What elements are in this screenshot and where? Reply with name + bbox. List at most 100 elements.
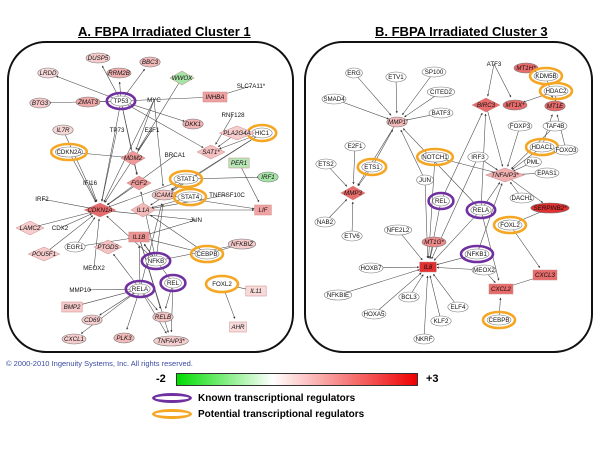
legend-known-label: Known transcriptional regulators <box>198 392 356 404</box>
panel-a-node-nfkb: NFKB <box>140 251 172 271</box>
svg-text:MMP3: MMP3 <box>344 190 362 197</box>
panel-a-edge-myc-to-icam1 <box>153 99 164 187</box>
panel-a-edge-lamc2-to-cdkn1a <box>29 211 92 229</box>
panel-b-node-bcl3: BCL3 <box>398 291 420 303</box>
svg-text:CXCL3: CXCL3 <box>535 272 556 279</box>
panel-b-edge-mmp1-to-mmp3 <box>357 121 398 186</box>
panel-a-node-lamc2: LAMC2 <box>15 220 45 236</box>
panel-b-node-cxcl3: CXCL3 <box>532 269 558 281</box>
panel-a-node-tnfaip3: TNFAIP3* <box>153 335 189 347</box>
panel-b-node-erg: ERG <box>345 67 363 79</box>
panel-a-node-cdkn2a: CDKN2A <box>49 142 89 162</box>
panel-a-edge-slc7a11-to-inhba <box>223 85 252 95</box>
panel-b-node-pml: PML <box>524 156 542 168</box>
panel-b-node-mmp1: MMP1 <box>386 116 408 128</box>
panel-b-node-rel: REL <box>427 191 455 211</box>
svg-text:ETV1: ETV1 <box>388 74 404 81</box>
panel-a-edge-il1b-to-relb <box>138 236 161 309</box>
svg-text:IRF2: IRF2 <box>35 196 49 203</box>
svg-text:JUN: JUN <box>419 177 431 184</box>
svg-text:IFI16: IFI16 <box>83 180 98 187</box>
svg-text:IL11: IL11 <box>250 288 262 295</box>
panel-a-node-egr1: EGR1 <box>64 241 86 253</box>
panel-a-edge-pou5f1-to-cdkn1a <box>43 215 94 255</box>
svg-text:DKK1: DKK1 <box>185 121 201 128</box>
panel-b-node-mt1e: MT1E <box>544 100 566 112</box>
svg-text:HOXA5: HOXA5 <box>364 311 386 318</box>
svg-text:HDAC1: HDAC1 <box>532 144 554 151</box>
panel-a-edge-jun-to-cdkn1a <box>108 210 197 221</box>
svg-text:MMP1: MMP1 <box>388 119 406 126</box>
panel-a-node-nfkbiz: NFKBIZ <box>227 238 257 250</box>
svg-text:CDX2: CDX2 <box>52 225 69 232</box>
panel-a-node-tnfrsf10c: TNFRSF10C <box>209 192 245 199</box>
panel-a-edge-tp53-to-sat1 <box>120 100 204 148</box>
svg-text:LAMC2: LAMC2 <box>20 225 41 232</box>
svg-text:NKRF: NKRF <box>416 336 433 343</box>
panel-a-node-sat1: SAT1* <box>196 144 226 160</box>
panel-b-node-hoxb7: HOXB7 <box>358 262 384 274</box>
legend-potential-label: Potential transcriptional regulators <box>198 408 365 420</box>
panel-a-node-ifi16: IFI16 <box>83 180 98 187</box>
panel-b-node-cebpb: CEBPB <box>481 310 517 330</box>
panel-a-edge-nfkb-to-icam1 <box>155 203 164 262</box>
panel-a-node-jun: JUN <box>190 217 202 224</box>
panel-b-edge-atf3-to-birc3 <box>486 63 495 97</box>
panel-a-node-fgf2: FGF2 <box>126 175 152 191</box>
panel-b-node-nfkbie: NFKBIE <box>323 289 353 301</box>
svg-text:SAT1*: SAT1* <box>202 149 220 156</box>
panel-a-title: A. FBPA Irradiated Cluster 1 <box>78 24 251 39</box>
panel-b-node-klf2: KLF2 <box>430 315 452 327</box>
svg-text:FGF2: FGF2 <box>131 180 147 187</box>
panel-b-edge-ets1-to-mmp1 <box>371 129 393 168</box>
svg-text:POU5F1: POU5F1 <box>32 251 56 258</box>
panel-b-edge-atf3-to-mt1x <box>493 63 512 98</box>
panel-a-edge-e2f1-to-cdkn1a <box>104 129 153 203</box>
panel-b-node-jun: JUN <box>416 174 434 186</box>
panel-a-node-bmp2: BMP2 <box>61 301 83 313</box>
panel-a-edge-jun-to-il1b <box>147 219 197 235</box>
svg-text:PTGDS: PTGDS <box>97 244 119 251</box>
panel-a-node-il11: IL11 <box>245 285 267 297</box>
panel-a-node-rnf128: RNF128 <box>221 112 245 119</box>
panel-b-frame <box>304 41 593 353</box>
panel-a-node-foxl2: FOXL2 <box>204 274 240 294</box>
svg-text:BCL3: BCL3 <box>401 294 417 301</box>
panel-a-node-tp73: TP73 <box>110 127 125 134</box>
svg-text:MT1H*: MT1H* <box>516 65 536 72</box>
panel-a-node-pla2g4a: PLA2G4A <box>218 125 256 141</box>
svg-text:HOXB7: HOXB7 <box>361 265 383 272</box>
scale-max-label: +3 <box>426 373 439 385</box>
panel-a-node-il1b: IL1B <box>128 231 150 243</box>
svg-text:CITED2: CITED2 <box>430 89 453 96</box>
panel-b-edge-e2f1-to-mmp3 <box>352 145 356 185</box>
svg-text:RRM2B: RRM2B <box>108 70 130 77</box>
panel-b-node-serpinb2: SERPINB2* <box>530 202 570 214</box>
svg-text:ETS2: ETS2 <box>318 161 334 168</box>
panel-b-node-cited2: CITED2 <box>426 86 456 98</box>
svg-text:ZMAT3: ZMAT3 <box>77 99 98 106</box>
svg-text:DUSP5: DUSP5 <box>88 55 109 62</box>
panel-b-node-rela: RELA <box>465 200 497 220</box>
panel-a-node-tp53: TP53 <box>105 91 137 111</box>
svg-text:BRCA1: BRCA1 <box>165 152 186 159</box>
panel-a-node-mmp10: MMP10 <box>69 287 91 294</box>
panel-a-node-inhba: INHBA <box>202 91 228 103</box>
svg-text:HIC1: HIC1 <box>255 130 270 137</box>
panel-b-edge-nkrf-to-il8 <box>423 275 429 340</box>
panel-b-edge-rel-to-birc3 <box>440 112 483 202</box>
svg-text:BATF3: BATF3 <box>432 110 451 117</box>
panel-b-node-birc3: BIRC3 <box>471 97 501 113</box>
svg-text:MT1G*: MT1G* <box>424 239 444 246</box>
panel-a-edge-myc-to-mdm2 <box>135 99 155 150</box>
svg-text:ETV6: ETV6 <box>344 233 360 240</box>
panel-b-node-foxo3: FOXO3 <box>553 144 579 156</box>
svg-text:NFKBIZ: NFKBIZ <box>231 241 253 248</box>
panel-b-edge-klf2-to-il8 <box>429 275 442 322</box>
panel-a-node-irf2: IRF2 <box>35 196 49 203</box>
panel-a-node-brca1: BRCA1 <box>165 152 186 159</box>
svg-text:NFKB: NFKB <box>148 258 165 265</box>
svg-text:NFKBIE: NFKBIE <box>327 292 349 299</box>
panel-a-node-dkk1: DKK1 <box>182 118 204 130</box>
